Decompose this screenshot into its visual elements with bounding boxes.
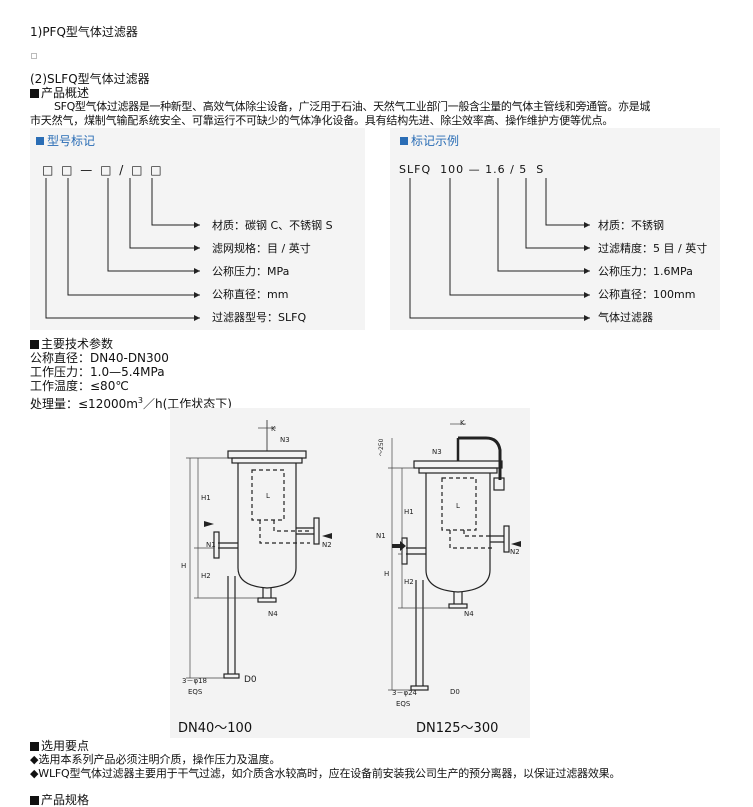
right-label-n3: N3 (432, 448, 442, 456)
right-label-k: K (460, 419, 465, 427)
left-label-eqs: EQS (188, 688, 203, 696)
right-label-n2: N2 (510, 548, 520, 556)
overview-title: 产品概述 (30, 86, 89, 100)
right-label-n4: N4 (464, 610, 474, 618)
square-bullet-icon (400, 137, 408, 145)
right-label-h2: H2 (404, 578, 414, 586)
left-label-h2: H2 (201, 572, 211, 580)
right-label-l: L (456, 502, 460, 510)
example-label-pressure: 公称压力：1.6MPa (598, 265, 693, 278)
right-label-eqs: EQS (396, 700, 411, 708)
model-label-diameter: 公称直径：mm (212, 288, 289, 301)
right-inlet-arrow-icon (392, 541, 406, 551)
square-bullet-icon (36, 137, 44, 145)
heading-pfq: 1)PFQ型气体过滤器 (30, 25, 138, 39)
example-code-row: SLFQ 100 — 1.6 / 5 S (399, 163, 545, 176)
selection-item-1: ◆选用本系列产品必须注明介质，操作压力及温度。 (30, 753, 281, 766)
left-label-k: K (271, 425, 276, 433)
right-label-holes: 3－φ24 (392, 689, 418, 697)
example-label-material: 材质：不锈钢 (598, 219, 664, 232)
example-leader-lines (409, 178, 590, 321)
right-label-n1: N1 (376, 532, 386, 540)
spec-temperature: 工作温度：≤80℃ (30, 379, 129, 393)
diamond-bullet-icon: ◆ (30, 767, 39, 780)
left-label-h1: H1 (201, 494, 211, 502)
model-notation-panel (30, 128, 365, 330)
spec-pressure: 工作压力：1.0—5.4MPa (30, 365, 165, 379)
overview-line-1: SFQ型气体过滤器是一种新型、高效气体除尘设备，广泛用于石油、天然气工业部门一般… (54, 100, 651, 113)
left-label-holes: 3－φ18 (182, 677, 207, 685)
example-label-precision: 过滤精度：5 目 / 英寸 (598, 242, 708, 255)
empty-bullet (31, 53, 37, 59)
left-vessel-drawing (213, 420, 320, 679)
square-bullet-icon (30, 742, 39, 751)
example-label-name: 气体过滤器 (598, 311, 653, 324)
diamond-bullet-icon: ◆ (30, 753, 39, 766)
left-label-h: H (181, 562, 186, 570)
spec-diameter: 公称直径：DN40-DN300 (30, 351, 169, 365)
square-bullet-icon (30, 340, 39, 349)
right-label-d0: D0 (450, 688, 460, 696)
notation-example-title: 标记示例 (400, 132, 459, 149)
right-drawing-caption: DN125～300 (416, 721, 498, 736)
left-outlet-arrow-icon (322, 533, 332, 539)
left-label-l: L (266, 492, 270, 500)
example-label-diameter: 公称直径：100mm (598, 288, 696, 301)
selection-item-2: ◆WLFQ型气体过滤器主要用于干气过滤，如介质含水较高时，应在设备前安装我公司生… (30, 767, 621, 780)
right-vessel-drawing (401, 436, 510, 691)
model-notation-title: 型号标记 (36, 132, 95, 149)
specs-title: 主要技术参数 (30, 337, 113, 351)
left-label-d0: D0 (244, 675, 257, 685)
right-dimension-lines (388, 423, 466, 691)
left-label-n4: N4 (268, 610, 278, 618)
right-label-h1: H1 (404, 508, 414, 516)
right-label-250: ～250 (378, 438, 385, 456)
model-label-mesh: 滤网规格：目 / 英寸 (212, 242, 311, 255)
next-section-title: 产品规格 (30, 793, 89, 807)
notation-example-panel (390, 128, 720, 330)
right-outlet-arrow-icon (511, 541, 521, 547)
spec-flow: 处理量：≤12000m3／h(工作状态下) (30, 396, 232, 411)
model-notation-leader-lines (45, 178, 200, 321)
left-dimension-lines (186, 427, 276, 679)
overview-line-2: 市天然气，煤制气输配系统安全、可靠运行不可缺少的气体净化设备。具有结构先进、除尘… (30, 114, 614, 127)
model-label-pressure: 公称压力：MPa (212, 265, 290, 278)
left-drawing-caption: DN40～100 (178, 721, 252, 736)
heading-slfq: (2)SLFQ型气体过滤器 (30, 72, 150, 86)
model-label-type: 过滤器型号：SLFQ (212, 311, 307, 324)
left-label-n2: N2 (322, 541, 332, 549)
left-label-n3: N3 (280, 436, 290, 444)
model-code-row: □ □ — □ / □ □ (42, 163, 164, 177)
square-bullet-icon (30, 796, 39, 805)
filter-dimension-drawings: K N3 H1 L H H2 N1 N2 N4 3－φ18 EQS D0 DN4… (170, 408, 530, 738)
left-inlet-arrow-icon (204, 521, 214, 527)
model-label-material: 材质：碳钢 C、不锈钢 S (212, 219, 333, 232)
square-bullet-icon (30, 89, 39, 98)
right-label-h: H (384, 570, 389, 578)
left-label-n1: N1 (206, 541, 216, 549)
selection-title: 选用要点 (30, 739, 89, 753)
